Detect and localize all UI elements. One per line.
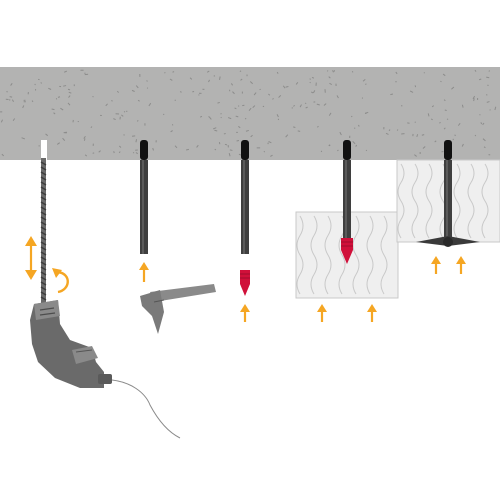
- step-fasten-insulation-board: [295, 140, 399, 322]
- arrow-up-icon: [456, 256, 466, 274]
- drill-icon: [30, 300, 181, 439]
- drilled-hole: [41, 140, 47, 160]
- anchor-sleeve-icon: [444, 140, 452, 240]
- step-insert-pin: [240, 140, 250, 322]
- arrow-up-icon: [431, 256, 441, 274]
- hammer-icon: [140, 284, 216, 334]
- step-drill-hole: [25, 158, 181, 439]
- rotate-arrow-icon: [52, 268, 69, 294]
- step-fasten-thick-insulation: [396, 140, 500, 274]
- concrete-texture: [0, 69, 497, 157]
- drill-bit-icon: [40, 158, 47, 304]
- arrow-up-down-icon: [25, 236, 37, 280]
- expansion-pin-icon: [240, 270, 250, 296]
- arrow-up-icon: [240, 304, 250, 322]
- anchor-sleeve-icon: [343, 140, 351, 246]
- anchor-sleeve-icon: [140, 140, 148, 254]
- arrow-up-icon: [367, 304, 377, 322]
- arrow-up-icon: [139, 262, 149, 282]
- anchor-washer-icon: [416, 236, 480, 247]
- insulation-fibers: [296, 215, 388, 295]
- anchor-sleeve-icon: [241, 140, 249, 254]
- concrete-ceiling: [0, 67, 500, 160]
- arrow-up-icon: [317, 304, 327, 322]
- step-insert-anchor: [139, 140, 216, 334]
- expansion-pin-icon: [341, 238, 353, 264]
